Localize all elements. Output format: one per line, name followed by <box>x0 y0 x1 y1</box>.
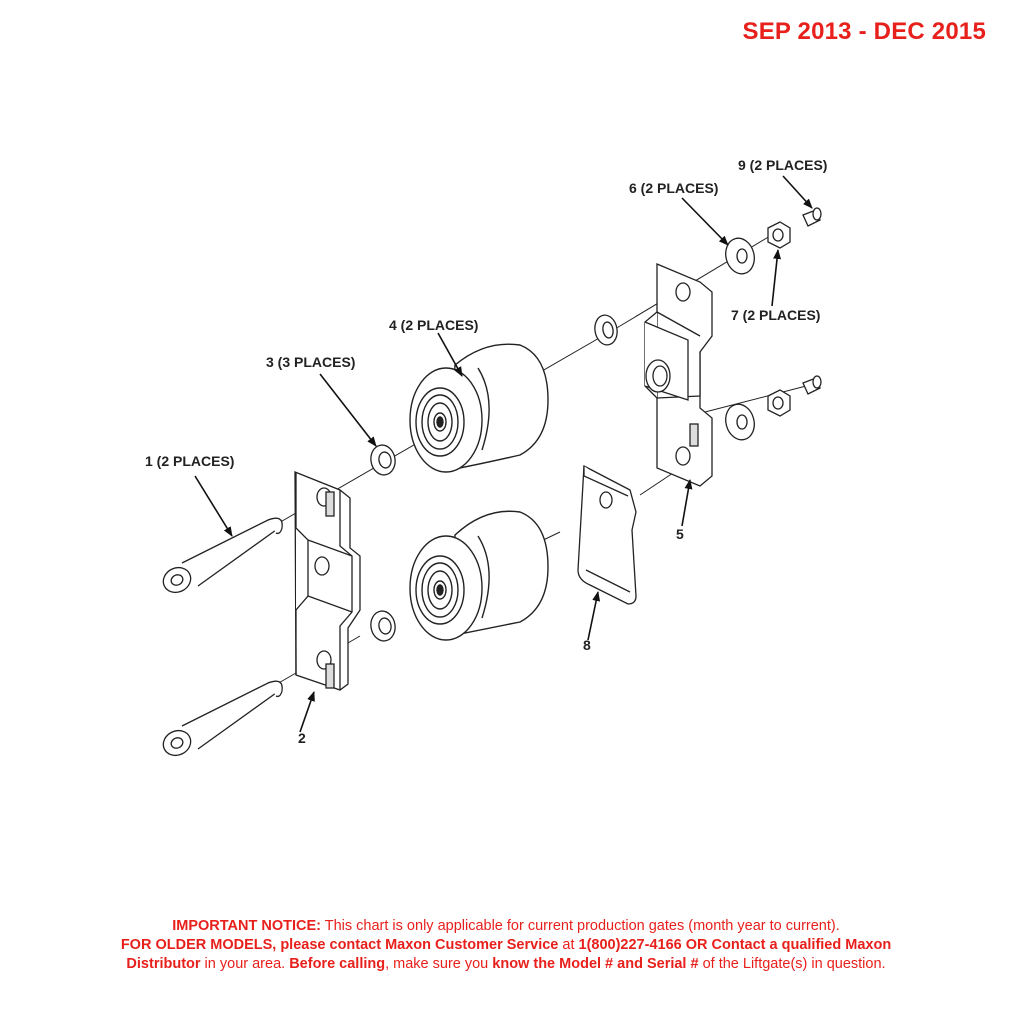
callout-1: 1 (2 PLACES) <box>145 453 234 469</box>
notice-text-1: This chart is only applicable for curren… <box>320 918 840 934</box>
washer-3-upper <box>370 444 396 476</box>
callout-2: 2 <box>298 730 306 746</box>
roller-lower <box>409 510 549 641</box>
notice-phone: 1(800)227-4166 OR Contact a qualified Ma… <box>578 937 892 953</box>
notice-before-calling: Before calling <box>289 956 386 972</box>
pin-lower <box>162 680 283 757</box>
cover-plate <box>577 464 637 605</box>
leader-lines <box>194 175 813 733</box>
notice-text-4: , make sure you <box>385 956 493 972</box>
callout-9: 9 (2 PLACES) <box>738 157 827 173</box>
washer-6-lower <box>725 403 755 441</box>
notice-line-3: Distributor in your area. Before calling… <box>40 955 972 974</box>
left-bracket <box>294 471 361 691</box>
notice-text-3: in your area. <box>200 956 290 972</box>
screw-lower <box>802 375 822 395</box>
roller-upper <box>409 343 549 473</box>
screw-upper <box>802 207 822 227</box>
important-notice: IMPORTANT NOTICE: This chart is only app… <box>40 917 972 974</box>
notice-distributor: Distributor <box>126 956 201 972</box>
callout-4: 4 (2 PLACES) <box>389 317 478 333</box>
nut-upper <box>767 221 791 249</box>
notice-line-1: IMPORTANT NOTICE: This chart is only app… <box>40 917 972 936</box>
right-bracket <box>644 263 713 487</box>
callout-5: 5 <box>676 526 684 542</box>
notice-heading: IMPORTANT NOTICE: <box>172 918 321 934</box>
notice-older-models: FOR OLDER MODELS, please contact Maxon C… <box>120 937 559 953</box>
nut-lower <box>767 389 791 417</box>
callout-7: 7 (2 PLACES) <box>731 307 820 323</box>
callout-8: 8 <box>583 637 591 653</box>
washer-3-lower <box>370 610 396 642</box>
callout-6: 6 (2 PLACES) <box>629 180 718 196</box>
pin-upper <box>162 517 283 594</box>
washer-3-right <box>594 314 618 346</box>
notice-model-serial: know the Model # and Serial # <box>492 956 699 972</box>
notice-text-5: of the Liftgate(s) in question. <box>698 956 886 972</box>
callout-3: 3 (3 PLACES) <box>266 354 355 370</box>
washer-6-upper <box>725 237 755 275</box>
notice-line-2: FOR OLDER MODELS, please contact Maxon C… <box>40 936 972 955</box>
date-range-title: SEP 2013 - DEC 2015 <box>742 18 986 45</box>
notice-text-2: at <box>558 937 579 953</box>
